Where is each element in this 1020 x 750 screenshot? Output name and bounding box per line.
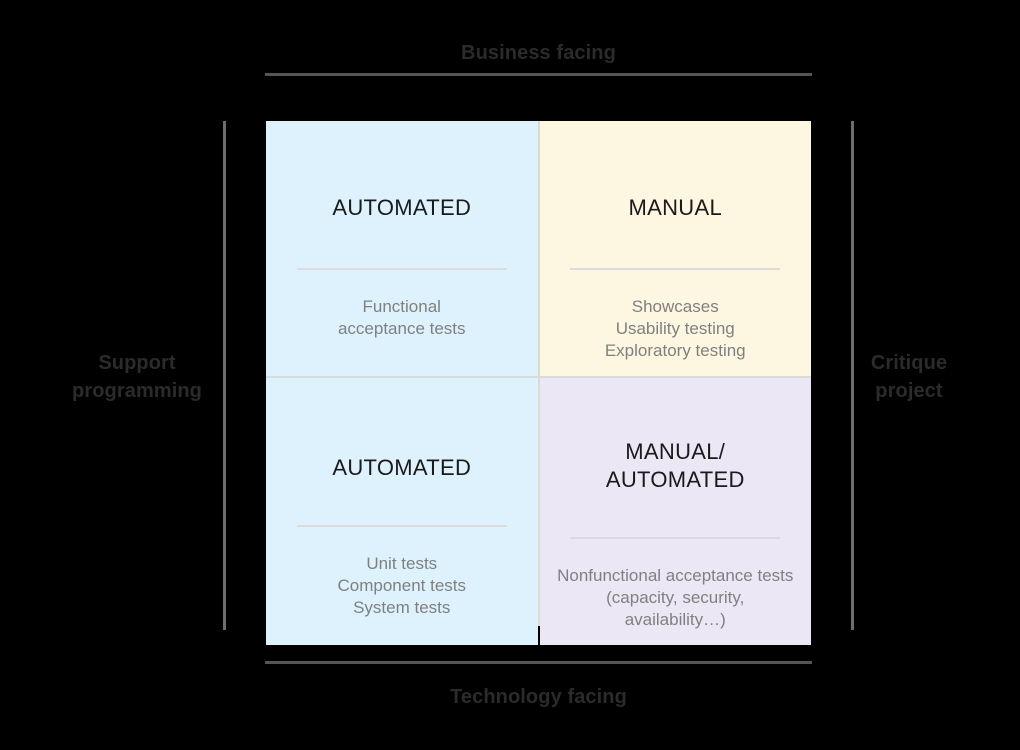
axis-rule-left <box>223 121 226 630</box>
quadrant-divider <box>296 268 507 270</box>
quadrant-title: AUTOMATED <box>332 195 472 220</box>
axis-label-support-programming: Support programming <box>72 352 202 402</box>
quadrant-bottom-right[interactable]: MANUAL/ AUTOMATED Nonfunctional acceptan… <box>539 378 811 645</box>
axis-label-business-facing: Business facing <box>461 42 616 64</box>
quadrant-title: MANUAL/ AUTOMATED <box>605 439 745 492</box>
quadrant-top-left[interactable]: AUTOMATED Functional acceptance tests <box>266 121 538 376</box>
quadrant-title: MANUAL <box>628 195 722 220</box>
quadrant-body: Nonfunctional acceptance tests (capacity… <box>557 566 794 629</box>
quadrant-title: AUTOMATED <box>332 455 472 480</box>
quadrant-divider <box>296 525 507 527</box>
axis-label-critique-project: Critique project <box>870 352 948 402</box>
quadrant-grid: AUTOMATED Functional acceptance tests MA… <box>266 121 811 645</box>
quadrant-divider <box>570 268 781 270</box>
quadrant-top-right[interactable]: MANUAL Showcases Usability testing Explo… <box>539 121 811 376</box>
quadrant-body: Unit tests Component tests System tests <box>337 554 466 617</box>
quadrant-divider <box>570 537 781 539</box>
axis-rule-top <box>265 73 812 76</box>
quadrant-body: Functional acceptance tests <box>337 297 466 338</box>
axis-rule-bottom <box>265 661 812 664</box>
axis-rule-right <box>851 121 854 630</box>
axis-label-technology-facing: Technology facing <box>450 686 627 708</box>
quadrant-body: Showcases Usability testing Exploratory … <box>604 297 746 360</box>
quadrant-bottom-left[interactable]: AUTOMATED Unit tests Component tests Sys… <box>266 378 538 645</box>
